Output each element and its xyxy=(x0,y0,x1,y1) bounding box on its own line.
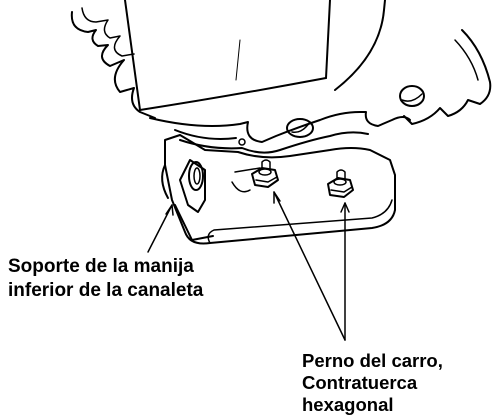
notched-flange-right xyxy=(399,29,492,125)
bracket-label-line-1: Soporte de la manija xyxy=(8,256,194,277)
bolt-label-line-3: hexagonal xyxy=(302,394,394,415)
carriage-bolt-hex-locknut-left xyxy=(251,159,279,188)
bolt-leader-line-left xyxy=(273,191,346,341)
bolt-label-line-1: Perno del carro, xyxy=(302,350,443,371)
lower-rim xyxy=(149,111,411,154)
bracket-callout-label: Soporte de la manija inferior de la cana… xyxy=(8,255,203,303)
bolt-callout-label: Perno del carro, Contratuerca hexagonal xyxy=(302,350,443,416)
bolt-leader-arrow-left xyxy=(273,191,281,204)
bracket-label-line-2: inferior de la canaleta xyxy=(8,280,204,301)
bracket-leader-arrow xyxy=(165,204,174,216)
bolt-label-line-2: Contratuerca xyxy=(302,372,418,393)
chute-housing xyxy=(124,0,386,111)
leader-lines xyxy=(147,191,350,341)
bracket-leader-line xyxy=(147,204,173,253)
carriage-bolt-hex-locknut-right xyxy=(327,169,354,198)
bolt-leader-arrow-right xyxy=(340,202,350,213)
lower-handle-bracket xyxy=(161,134,396,245)
notched-flange xyxy=(70,7,156,119)
